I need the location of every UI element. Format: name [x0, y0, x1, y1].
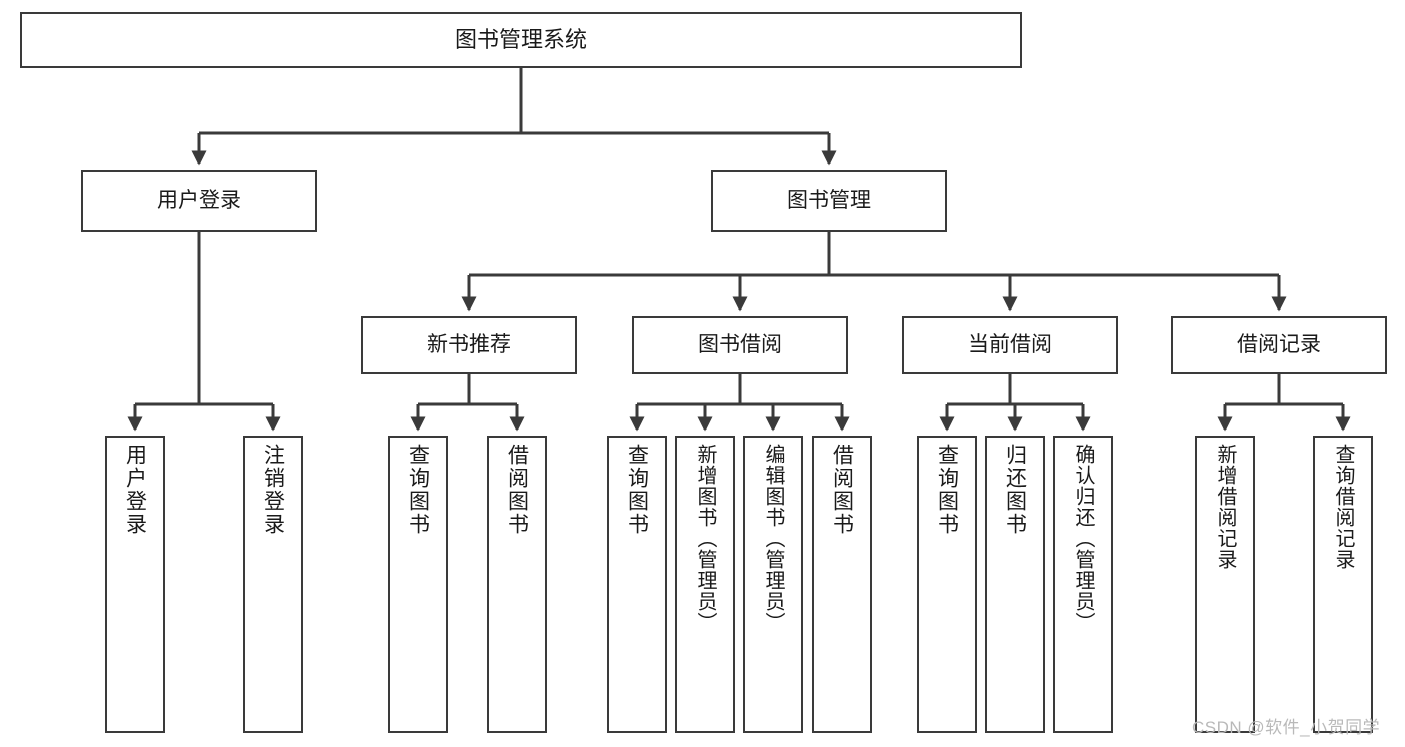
leaf-node-add-borrow-record[interactable]: 新增借阅记录: [1195, 436, 1255, 733]
leaf-node-borrow-book-recommend[interactable]: 借阅图书: [487, 436, 547, 733]
leaf-node-logout[interactable]: 注销登录: [243, 436, 303, 733]
leaf-node-query-book-borrow[interactable]: 查询图书: [607, 436, 667, 733]
leaf-node-query-borrow-record[interactable]: 查询借阅记录: [1313, 436, 1373, 733]
leaf-node-return-book[interactable]: 归还图书: [985, 436, 1045, 733]
node-level3-new-book-recommend[interactable]: 新书推荐: [361, 316, 577, 374]
leaf-node-borrow-book-label: 借阅图书: [830, 444, 854, 536]
leaf-node-confirm-return-admin[interactable]: 确认归还（管理员）: [1053, 436, 1113, 733]
leaf-node-query-book-recommend-label: 查询图书: [406, 444, 430, 536]
node-level3-book-borrow[interactable]: 图书借阅: [632, 316, 848, 374]
node-level3-current-borrow[interactable]: 当前借阅: [902, 316, 1118, 374]
leaf-node-user-login-label: 用户登录: [123, 444, 147, 536]
leaf-node-add-book-admin[interactable]: 新增图书（管理员）: [675, 436, 735, 733]
leaf-node-user-login[interactable]: 用户登录: [105, 436, 165, 733]
leaf-node-return-book-label: 归还图书: [1003, 444, 1027, 536]
node-level2-user-login-label: 用户登录: [157, 189, 241, 213]
node-root[interactable]: 图书管理系统: [20, 12, 1022, 68]
leaf-node-query-borrow-record-label: 查询借阅记录: [1332, 444, 1354, 570]
leaf-node-query-book-current-label: 查询图书: [935, 444, 959, 536]
leaf-node-confirm-return-admin-label: 确认归还（管理员）: [1072, 444, 1094, 633]
node-level3-current-borrow-label: 当前借阅: [968, 333, 1052, 357]
leaf-node-logout-label: 注销登录: [261, 444, 285, 536]
leaf-node-edit-book-admin[interactable]: 编辑图书（管理员）: [743, 436, 803, 733]
leaf-node-borrow-book[interactable]: 借阅图书: [812, 436, 872, 733]
node-level2-book-management[interactable]: 图书管理: [711, 170, 947, 232]
node-level2-book-management-label: 图书管理: [787, 189, 871, 213]
node-level3-new-book-recommend-label: 新书推荐: [427, 333, 511, 357]
node-level3-book-borrow-label: 图书借阅: [698, 333, 782, 357]
leaf-node-add-borrow-record-label: 新增借阅记录: [1214, 444, 1236, 570]
node-root-label: 图书管理系统: [454, 26, 587, 52]
leaf-node-query-book-current[interactable]: 查询图书: [917, 436, 977, 733]
leaf-node-borrow-book-recommend-label: 借阅图书: [505, 444, 529, 536]
node-level2-user-login[interactable]: 用户登录: [81, 170, 317, 232]
leaf-node-add-book-admin-label: 新增图书（管理员）: [694, 444, 716, 633]
leaf-node-query-book-recommend[interactable]: 查询图书: [388, 436, 448, 733]
node-level3-borrow-record[interactable]: 借阅记录: [1171, 316, 1387, 374]
node-level3-borrow-record-label: 借阅记录: [1237, 333, 1321, 357]
leaf-node-query-book-borrow-label: 查询图书: [625, 444, 649, 536]
leaf-node-edit-book-admin-label: 编辑图书（管理员）: [762, 444, 784, 633]
watermark: CSDN @软件_小贺同学: [1192, 718, 1381, 737]
